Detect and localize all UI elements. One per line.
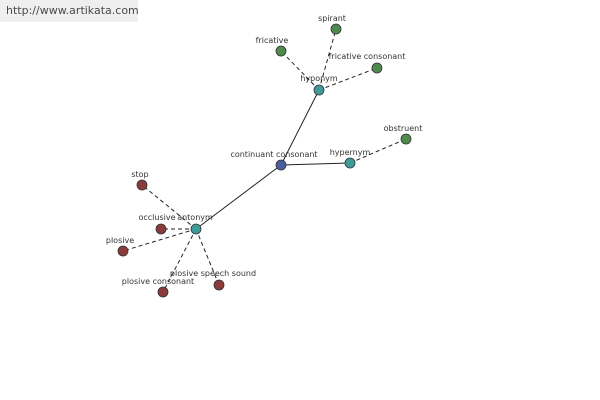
node-plosive-speech-sound[interactable] [213, 279, 225, 291]
node-obstruent[interactable] [400, 133, 412, 145]
edge-center-hypernym [280, 162, 351, 166]
node-stop[interactable] [136, 179, 148, 191]
edge-center-hyponym [280, 89, 320, 166]
edge-hypernym-obstruent [349, 138, 407, 164]
label-fricative-consonant: fricative consonant [329, 52, 406, 61]
label-center: continuant consonant [230, 150, 317, 159]
label-spirant: spirant [318, 14, 346, 23]
edge-hyponym-spirant [318, 28, 337, 91]
edge-antonym-plosive-consonant [162, 228, 197, 293]
label-antonym: antonym [177, 213, 213, 222]
label-stop: stop [131, 170, 148, 179]
label-obstruent: obstruent [384, 124, 423, 133]
label-hypernym: hypernym [330, 148, 371, 157]
node-fricative[interactable] [275, 45, 287, 57]
node-plosive[interactable] [117, 245, 129, 257]
node-occlusive[interactable] [155, 223, 167, 235]
label-plosive-speech-sound: plosive speech sound [170, 269, 256, 278]
label-plosive-consonant: plosive consonant [122, 277, 194, 286]
edge-antonym-plosive-speech-sound [195, 228, 220, 286]
node-hypernym[interactable] [344, 157, 356, 169]
label-fricative: fricative [256, 36, 289, 45]
edge-antonym-stop [141, 184, 197, 230]
node-fricative-consonant[interactable] [371, 62, 383, 74]
watermark-url: http://www.artikata.com [0, 0, 139, 22]
node-antonym[interactable] [190, 223, 202, 235]
node-plosive-consonant[interactable] [157, 286, 169, 298]
node-hyponym[interactable] [313, 84, 325, 96]
edge-hyponym-fricative [280, 50, 320, 91]
edge-hyponym-fricative-consonant [318, 67, 378, 91]
label-plosive: plosive [106, 236, 134, 245]
edge-center-antonym [195, 164, 282, 230]
edge-antonym-plosive [122, 228, 197, 252]
node-center[interactable] [275, 159, 287, 171]
label-hyponym: hyponym [300, 74, 338, 83]
label-occlusive: occlusive [138, 213, 175, 222]
node-spirant[interactable] [330, 23, 342, 35]
